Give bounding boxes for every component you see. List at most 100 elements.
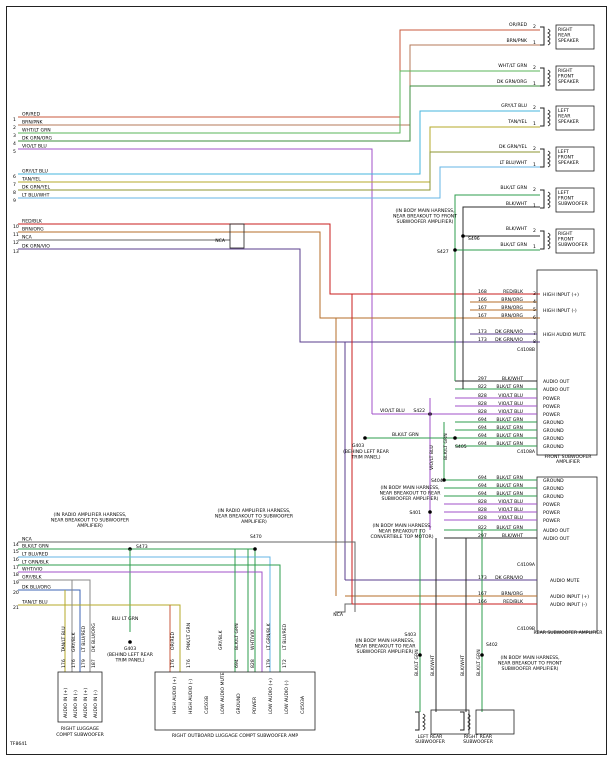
note-top: (IN BODY MAIN HARNESS, — [372, 523, 432, 529]
wire — [18, 44, 540, 126]
lb-pin-18: 18 — [13, 572, 19, 578]
amp-w: BLK/LT GRN — [234, 623, 240, 650]
speaker-5-icon — [547, 191, 551, 209]
spk-pin: 2 — [533, 65, 536, 71]
splice-dot — [418, 653, 422, 657]
lb-pin-14: 14 — [13, 542, 19, 548]
fa-pin: 4 — [533, 299, 536, 305]
spk-pin: 2 — [533, 24, 536, 30]
note-top: NEAR BREAKOUT TO — [379, 529, 426, 535]
amp-w: WHT/VIO — [250, 629, 256, 650]
spk-wire1: BLK/LT GRN — [500, 185, 527, 191]
ra-wire: BLK/WHT — [502, 533, 523, 539]
speaker-6-label: RIGHT — [558, 231, 573, 237]
blu-lt-grn: BLU LT GRN — [112, 616, 139, 622]
fa-a-func: GROUND — [543, 444, 564, 450]
splice-dot — [442, 478, 446, 482]
amp-f: POWER — [252, 696, 258, 714]
rear-amp-box — [536, 476, 598, 633]
amp-w: LT BLU/RED — [282, 623, 288, 650]
s401: S401 — [409, 510, 421, 516]
lug-name: COMPT SUBWOOFER — [56, 732, 104, 738]
wire — [18, 556, 271, 672]
fa-a-wire: BLK/LT GRN — [496, 417, 523, 423]
fa-a-func: POWER — [543, 404, 561, 410]
g403b-desc: (BEHIND LEFT REAR — [107, 652, 154, 658]
vio-vert: VIO/LT BLU — [429, 445, 435, 470]
left-pin-8: 8 — [13, 190, 16, 196]
lb-wire-15: BLK/LT GRN — [22, 544, 49, 550]
ra-circuit: 297 — [478, 533, 487, 539]
lb-wire-19: GRY/BLK — [22, 575, 43, 581]
fa-pin: 8 — [533, 339, 536, 345]
wire — [18, 70, 540, 134]
speaker-4-label: SPEAKER — [558, 160, 580, 166]
s403: S403 — [404, 632, 416, 638]
spk-pin: 1 — [533, 81, 536, 87]
rrs-w2: BLK/LT GRN — [476, 649, 482, 676]
lug-w: LT BLU/RED — [81, 625, 87, 652]
spk-pin: 2 — [533, 146, 536, 152]
spk-pin: 2 — [533, 228, 536, 234]
amp-f: LOW AUDIO (-) — [284, 680, 290, 714]
ra-circuit: 694 — [478, 483, 487, 489]
fa-a-wire: BLK/LT GRN — [496, 425, 523, 431]
wire — [18, 110, 540, 175]
wire — [454, 194, 540, 381]
s473: S473 — [136, 544, 148, 550]
wire — [18, 166, 540, 199]
diagram-id: TF8641 — [9, 741, 27, 747]
fa-a-func: GROUND — [543, 436, 564, 442]
grn-vert: BLK/LT GRN — [443, 433, 449, 460]
rb-circuit: 166 — [478, 599, 487, 605]
fa-a-wire: BLK/LT GRN — [496, 384, 523, 390]
speaker-1-label: REAR — [558, 33, 571, 39]
spk-pin: 1 — [533, 203, 536, 209]
s404: S404 — [431, 478, 443, 484]
speaker-5-label: LEFT — [558, 190, 569, 196]
note-s402: NEAR BREAKOUT TO FRONT — [498, 661, 562, 667]
splice-dot — [253, 547, 257, 551]
vio-label: VIO/LT BLU — [380, 408, 405, 414]
fa-a-circuit: 828 — [478, 401, 487, 407]
speaker-4-label: LEFT — [558, 149, 569, 155]
rrs-name: RIGHT REAR — [464, 734, 493, 740]
ra-wire: BLK/LT GRN — [496, 491, 523, 497]
amp-f: LOW AUDIO MUTE — [220, 672, 226, 714]
speaker-2-box — [555, 65, 595, 91]
speaker-4-icon — [547, 150, 551, 168]
amp-f: HIGH AUDIO (-) — [188, 679, 194, 714]
lb-wire-16: LT BLU/RED — [22, 552, 49, 558]
splice-dot — [461, 234, 465, 238]
lug-f: AUDIO IN (-) — [93, 690, 99, 718]
splice-dot — [453, 248, 457, 252]
wire — [18, 579, 91, 672]
s422: S422 — [413, 408, 425, 414]
speaker-2-label: FRONT — [558, 74, 574, 80]
front-amp-box — [536, 269, 598, 456]
wire — [18, 248, 540, 343]
spk-pin: 1 — [533, 162, 536, 168]
fa-a-wire: BLK/WHT — [502, 376, 523, 382]
lug-c: 176 — [71, 659, 77, 668]
lb-wire-21: TAN/LT BLU — [21, 600, 48, 606]
spk-wire1: WHT/LT GRN — [498, 63, 527, 69]
spk-wire2: BRN/PNK — [506, 38, 528, 44]
note-rear: NEAR BREAKOUT TO REAR — [380, 491, 442, 497]
ra-circuit: 694 — [478, 475, 487, 481]
note-s402: (IN BODY MAIN HARNESS, — [500, 655, 560, 661]
note-front: SUBWOOFER AMPLIFIER) — [397, 219, 454, 225]
note-front: (IN BODY MAIN HARNESS, — [395, 208, 455, 214]
speaker-1-box — [555, 24, 595, 50]
wire — [18, 541, 356, 612]
left-wire-3: WHT/LT GRN — [22, 128, 51, 134]
fa-a-wire: VIO/LT BLU — [498, 409, 523, 415]
ra-func: AUDIO OUT — [543, 536, 569, 542]
ra-wire: BLK/LT GRN — [496, 525, 523, 531]
ra-func: GROUND — [543, 486, 564, 492]
speaker-6-icon — [547, 232, 551, 250]
speaker-6-bracket — [540, 230, 545, 250]
note-rear: (IN BODY MAIN HARNESS, — [380, 485, 440, 491]
ra-wire: VIO/LT BLU — [498, 507, 523, 513]
fa-wire: BRN/ORG — [501, 305, 523, 311]
